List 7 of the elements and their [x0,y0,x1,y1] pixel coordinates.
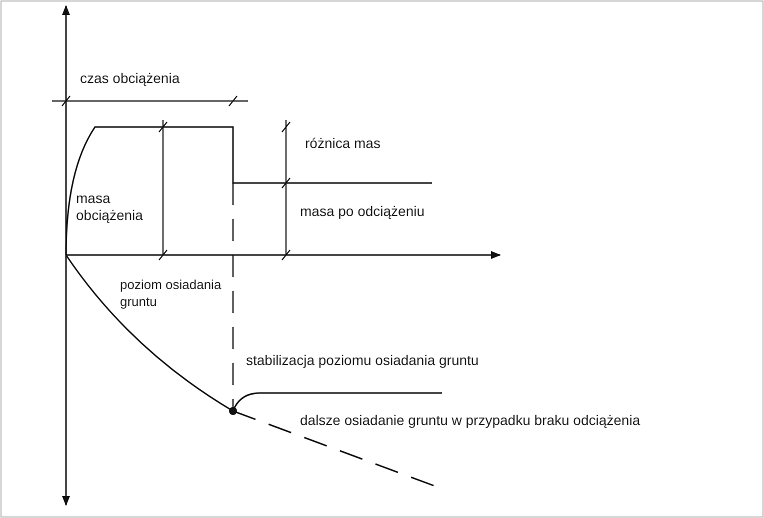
annotation: poziom osiadania gruntu [120,276,222,310]
annotation: czas obciążenia [80,70,180,87]
annotation: masa po odciążeniu [300,203,425,220]
annotation: masa obciążenia [76,190,144,224]
annotation: dalsze osiadanie gruntu w przypadku braku odciążenia [300,412,640,429]
annotation: stabilizacja poziomu osiadania gruntu [246,352,479,369]
annotation: różnica mas [305,135,380,152]
